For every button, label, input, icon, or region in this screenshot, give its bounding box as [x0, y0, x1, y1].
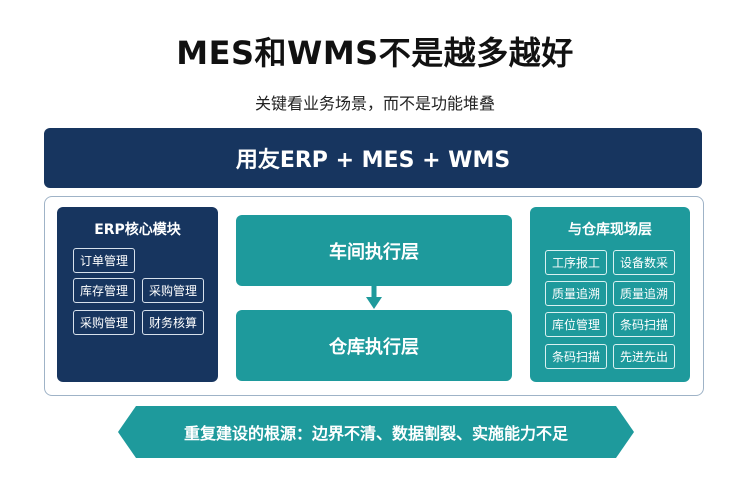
warehouse-item-chip: 条码扫描: [545, 344, 607, 369]
root-cause-banner-shape: [118, 406, 634, 458]
warehouse-item-chip: 先进先出: [613, 344, 675, 369]
erp-module-chip: 订单管理: [73, 248, 135, 273]
erp-module-chip: 财务核算: [142, 310, 204, 335]
erp-module-chip: 采购管理: [142, 278, 204, 303]
warehouse-panel-title: 与仓库现场层: [568, 222, 652, 238]
warehouse-item-chip: 工序报工: [545, 250, 607, 275]
erp-panel-title: ERP核心模块: [94, 222, 181, 238]
erp-module-chip: 库存管理: [73, 278, 135, 303]
workshop-execution-layer: 车间执行层: [236, 215, 512, 286]
down-arrow-icon: [366, 285, 382, 309]
warehouse-item-chip: 质量追溯: [613, 281, 675, 306]
warehouse-item-chip: 库位管理: [545, 312, 607, 337]
warehouse-execution-layer: 仓库执行层: [236, 310, 512, 381]
root-cause-banner-text: 重复建设的根源：边界不清、数据割裂、实施能力不足: [183, 424, 568, 443]
warehouse-item-chip: 条码扫描: [613, 312, 675, 337]
erp-module-chip: 采购管理: [73, 310, 135, 335]
page-title: MES和WMS不是越多越好: [176, 34, 574, 72]
erp-core-panel: ERP核心模块 订单管理 库存管理 采购管理 采购管理 财务核算: [57, 207, 218, 382]
warehouse-item-chip: 质量追溯: [545, 281, 607, 306]
system-stack-banner: 用友ERP + MES + WMS: [44, 128, 702, 188]
warehouse-item-chip: 设备数采: [613, 250, 675, 275]
warehouse-floor-panel: 与仓库现场层 工序报工 设备数采 质量追溯 质量追溯 库位管理 条码扫描 条码扫…: [530, 207, 690, 382]
page-subtitle: 关键看业务场景，而不是功能堆叠: [254, 94, 495, 113]
